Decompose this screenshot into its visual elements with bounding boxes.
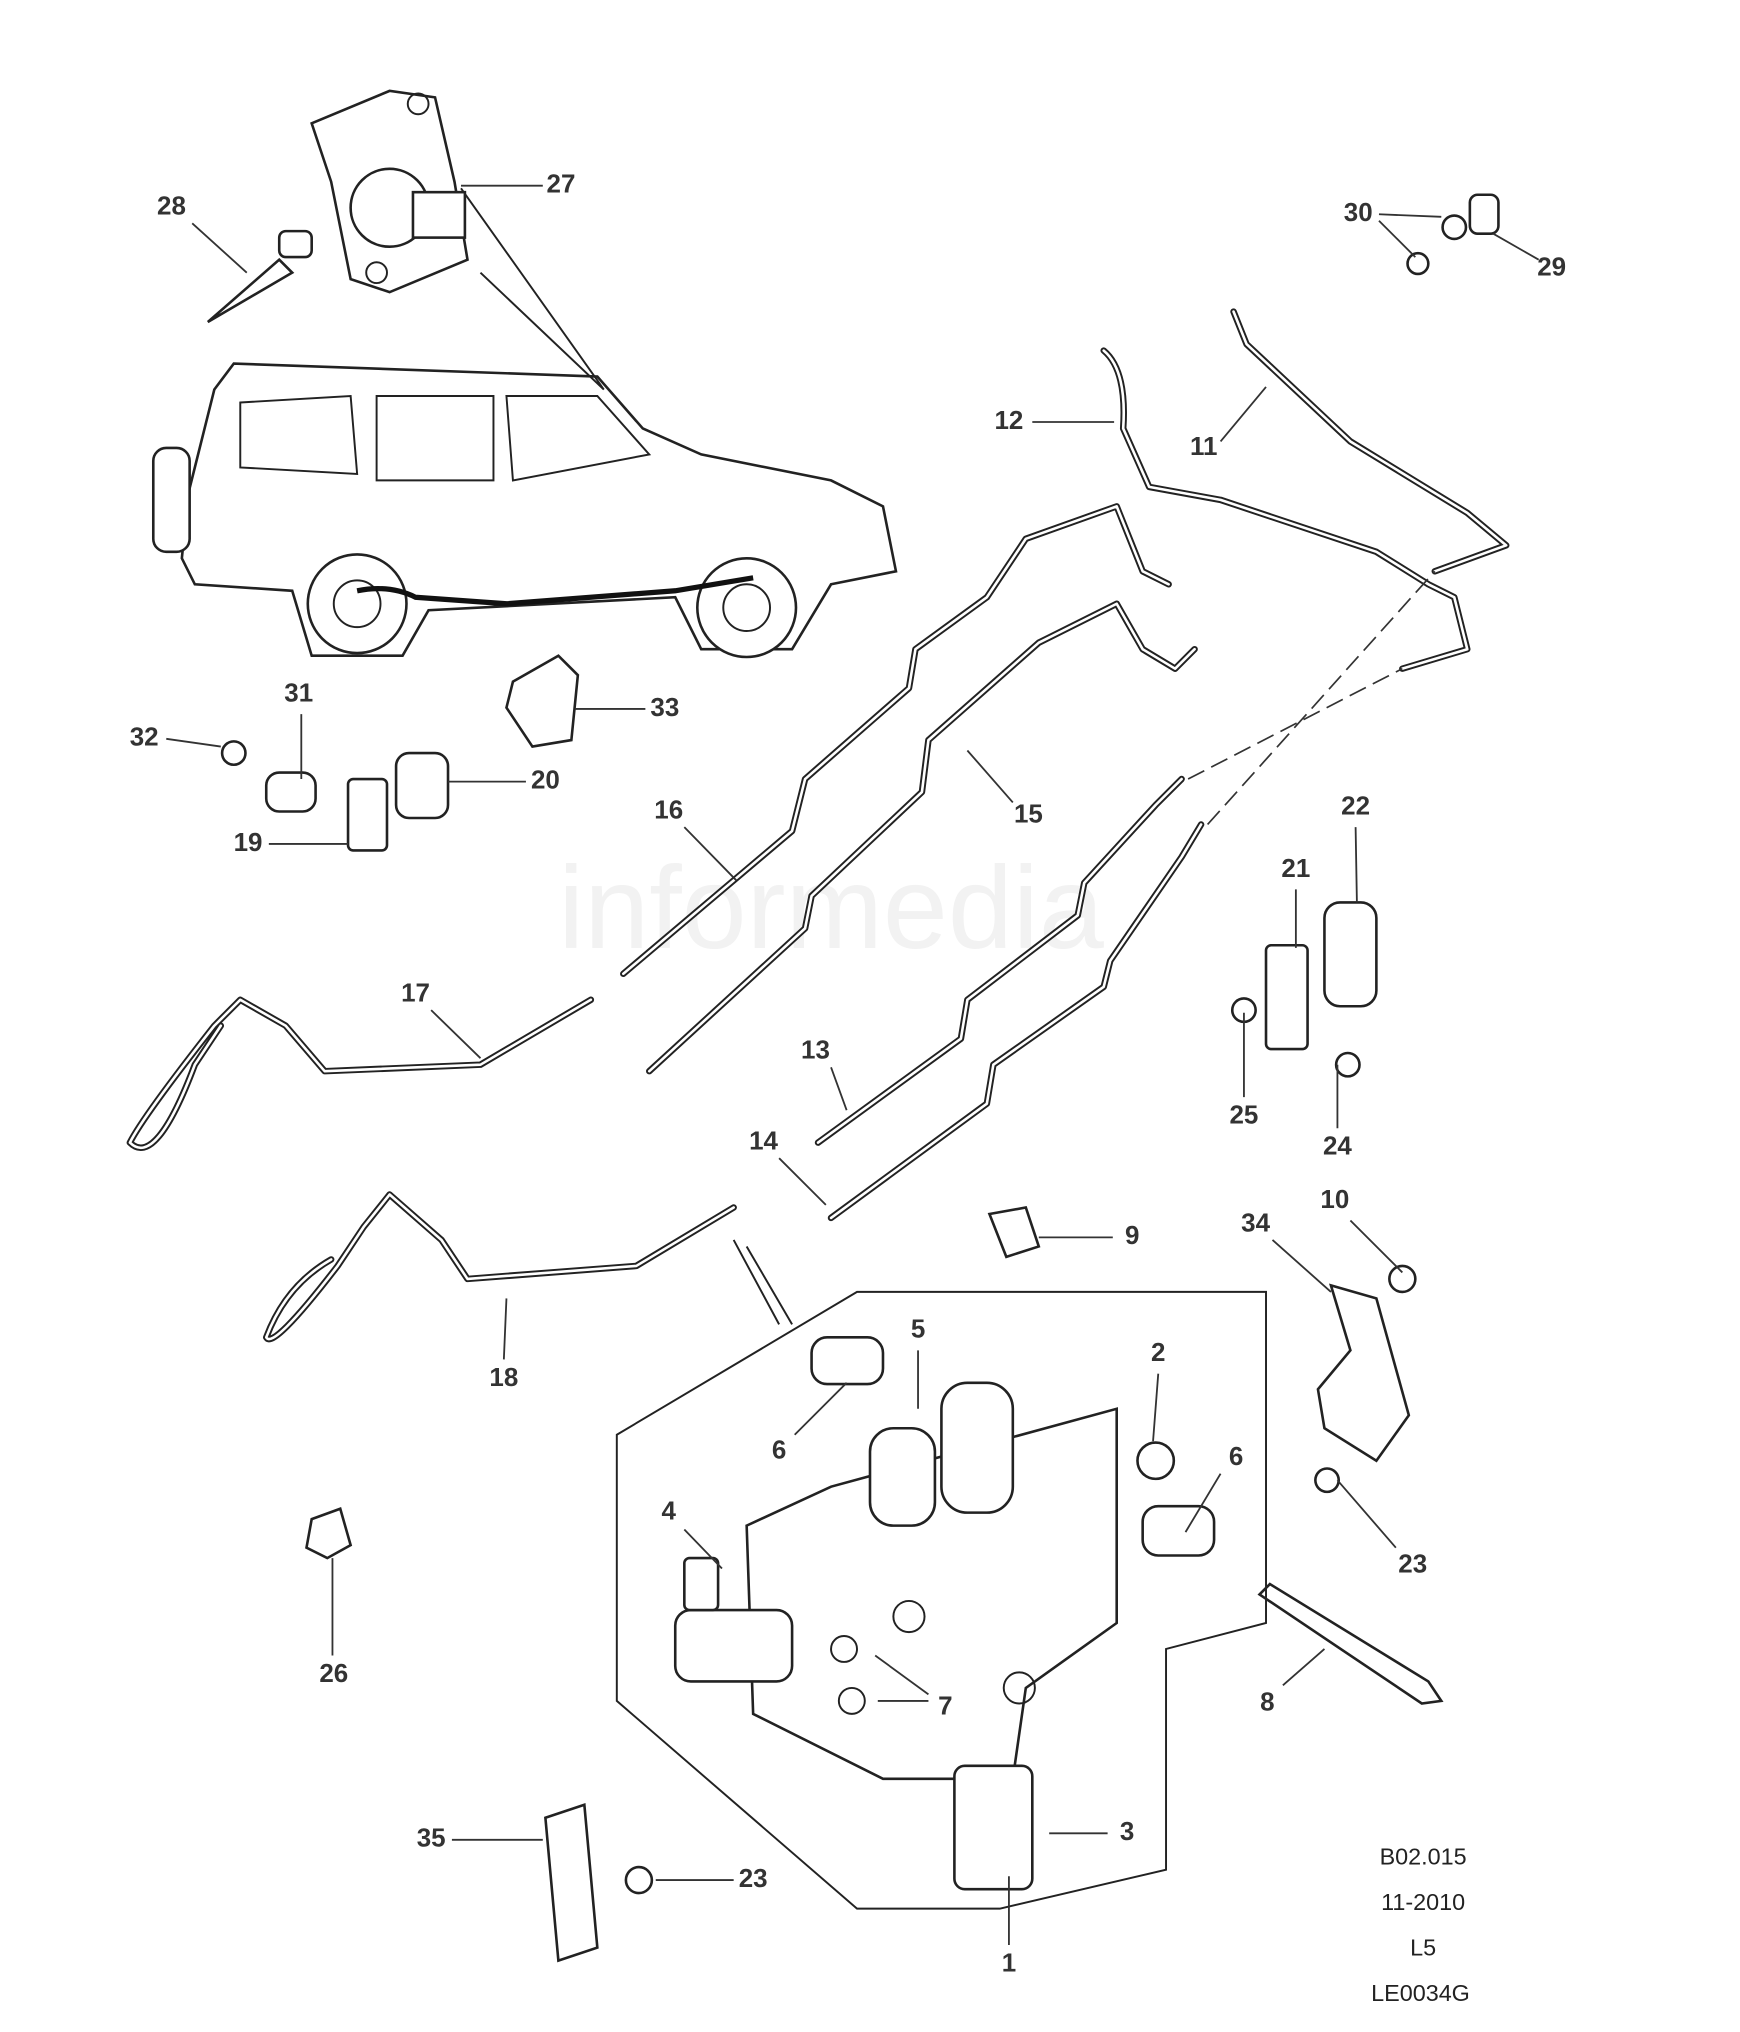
valve-block-assembly [615,1290,1267,1910]
height-sensor-27 [310,89,469,294]
section-code: B02.015 [1380,1844,1467,1870]
callout-28: 28 [157,191,186,221]
callout-34: 34 [1241,1207,1270,1237]
callout-15: 15 [1014,798,1043,828]
callout-31: 31 [284,678,313,708]
air-pipes [126,308,1510,1343]
callout-8: 8 [1260,1686,1274,1716]
callout-14: 14 [749,1125,778,1155]
illustration-code: LE0034G [1371,1980,1470,2006]
callout-5: 5 [911,1314,925,1344]
callout-11: 11 [1190,431,1217,461]
callout-18: 18 [489,1362,518,1392]
level: L5 [1410,1934,1436,1960]
callout-17: 17 [401,977,430,1007]
callout-30: 30 [1344,197,1373,227]
callout-3: 3 [1120,1816,1134,1846]
callout-29: 29 [1537,252,1566,282]
callout-6: 6 [1229,1441,1243,1471]
callout-1: 1 [1002,1947,1016,1977]
callout-19: 19 [234,827,263,857]
callout-6: 6 [772,1434,786,1464]
callout-13: 13 [801,1035,830,1065]
callout-32: 32 [130,722,159,752]
watermark: informedia [558,842,1104,973]
callout-27: 27 [547,169,576,199]
small-parts [220,193,1500,1963]
rivet-head-28 [277,229,313,259]
callout-labels: 27 28 30 29 12 11 16 15 17 13 14 31 32 3… [130,169,1566,1978]
date: 11-2010 [1381,1889,1465,1915]
callout-35: 35 [417,1823,446,1853]
rivet-28 [206,257,295,324]
callout-25: 25 [1230,1099,1259,1129]
callout-2: 2 [1151,1337,1165,1367]
leader-lines [166,184,1540,1946]
callout-12: 12 [994,405,1023,435]
illustration-info: B02.015 11-2010 L5 LE0034G [1371,1844,1470,2006]
callout-22: 22 [1341,790,1370,820]
callout-26: 26 [319,1658,348,1688]
callout-21: 21 [1281,853,1310,883]
callout-9: 9 [1125,1220,1139,1250]
callout-24: 24 [1323,1131,1352,1161]
vehicle-illustration [151,187,898,659]
callout-23: 23 [1398,1549,1427,1579]
callout-23: 23 [739,1863,768,1893]
callout-33: 33 [650,692,679,722]
callout-4: 4 [662,1495,677,1525]
callout-7: 7 [938,1690,952,1720]
callout-16: 16 [654,794,683,824]
callout-20: 20 [531,764,560,794]
callout-10: 10 [1320,1184,1349,1214]
